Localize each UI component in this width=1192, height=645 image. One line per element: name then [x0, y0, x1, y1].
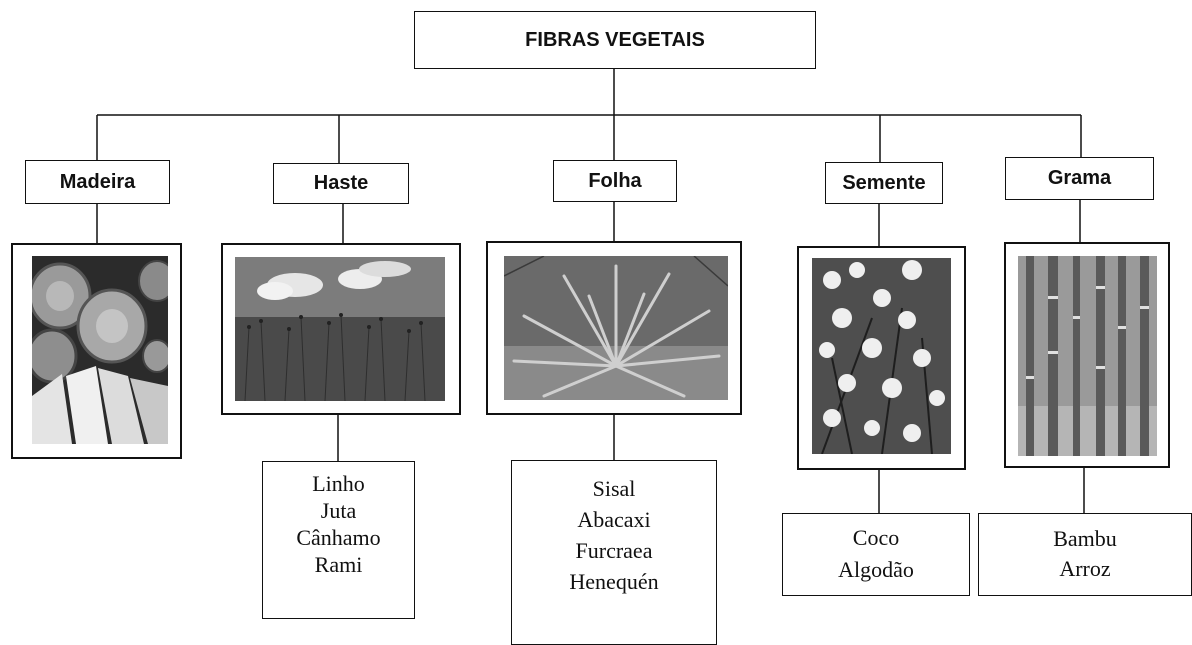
- list-item: Linho: [312, 470, 365, 497]
- wood-logs-photo: [32, 256, 168, 444]
- list-item: Abacaxi: [577, 504, 650, 535]
- items-box-semente: Coco Algodão: [782, 513, 970, 596]
- list-item: Furcraea: [576, 535, 653, 566]
- items-box-haste: Linho Juta Cânhamo Rami: [262, 461, 415, 619]
- list-item: Arroz: [1059, 554, 1110, 584]
- list-item: Henequén: [569, 566, 658, 597]
- root-title: FIBRAS VEGETAIS: [525, 29, 705, 52]
- category-label-grama: Grama: [1048, 167, 1111, 190]
- category-box-folha: Folha: [553, 160, 677, 202]
- root-title-box: FIBRAS VEGETAIS: [414, 11, 816, 69]
- category-label-madeira: Madeira: [60, 171, 136, 194]
- list-item: Coco: [853, 522, 899, 554]
- category-box-grama: Grama: [1005, 157, 1154, 200]
- list-item: Cânhamo: [296, 524, 380, 551]
- sisal-plant-photo: [504, 256, 728, 400]
- category-box-haste: Haste: [273, 163, 409, 204]
- items-box-folha: Sisal Abacaxi Furcraea Henequén: [511, 460, 717, 645]
- category-label-haste: Haste: [314, 172, 368, 195]
- category-label-folha: Folha: [588, 170, 641, 193]
- cotton-plant-photo: [812, 258, 951, 454]
- list-item: Algodão: [838, 554, 914, 586]
- list-item: Bambu: [1053, 524, 1117, 554]
- list-item: Sisal: [593, 473, 636, 504]
- flax-field-photo: [235, 257, 445, 401]
- list-item: Rami: [315, 551, 363, 578]
- category-box-madeira: Madeira: [25, 160, 170, 204]
- category-label-semente: Semente: [842, 172, 925, 195]
- bamboo-forest-photo: [1018, 256, 1157, 456]
- list-item: Juta: [321, 497, 356, 524]
- category-box-semente: Semente: [825, 162, 943, 204]
- items-box-grama: Bambu Arroz: [978, 513, 1192, 596]
